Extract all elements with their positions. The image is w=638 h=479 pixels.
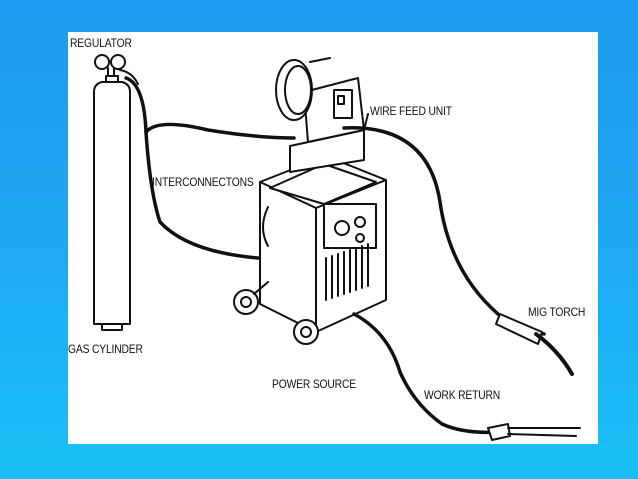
mig-torch-icon [495, 313, 574, 376]
interconnection-hose [124, 76, 260, 260]
label-power-source: POWER SOURCE [272, 377, 356, 391]
label-wire-feed-unit: WIRE FEED UNIT [370, 104, 452, 118]
work-return-cable [352, 312, 500, 435]
label-regulator: REGULATOR [70, 36, 132, 50]
wire-feed-unit-icon [275, 57, 365, 173]
interconnection-hose-top [144, 122, 296, 140]
label-work-return: WORK RETURN [424, 388, 501, 402]
wheels-icon [233, 281, 319, 345]
label-interconnections: INTERCONNECTONS [152, 175, 254, 189]
label-gas-cylinder: GAS CYLINDER [68, 342, 143, 356]
gas-cylinder-icon [93, 75, 131, 331]
work-clamp-icon [487, 423, 581, 441]
power-source-icon [259, 155, 387, 333]
mig-welder-diagram [93, 54, 581, 441]
diagram-panel: REGULATOR WIRE FEED UNIT INTERCONNECTONS… [68, 32, 598, 444]
label-mig-torch: MIG TORCH [528, 305, 586, 319]
regulator-icon [94, 54, 139, 85]
